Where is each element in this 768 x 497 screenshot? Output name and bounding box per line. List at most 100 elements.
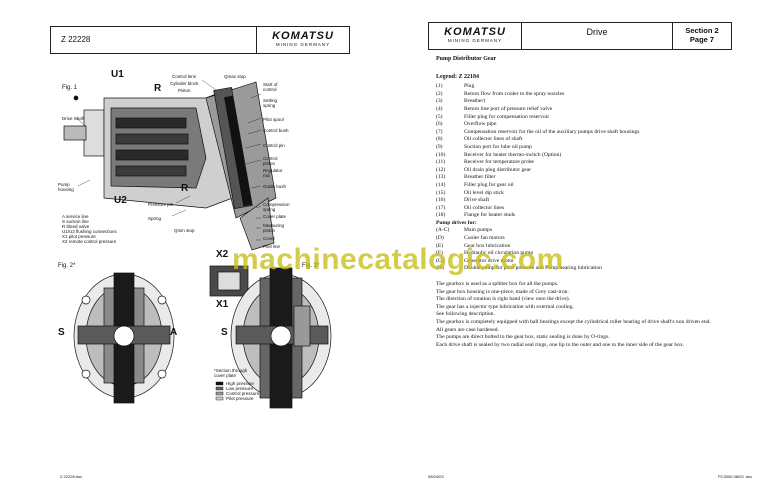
legend-item-text: Overflow pipe (464, 121, 497, 128)
legend-item-number: (15) (436, 189, 446, 196)
legend-item: (16) Drive shaft (436, 197, 736, 205)
legend-item-text: Flange for heater studs (464, 212, 516, 219)
pump-drive-item-number: (F) (436, 250, 443, 257)
description-paragraph: The gear box housing is one-piece, made … (436, 288, 569, 295)
fig2-section (73, 272, 175, 404)
description-paragraph: Each drive shaft is sealed by two radial… (436, 341, 685, 348)
logo-wordmark: KOMATSU (444, 26, 506, 38)
pump-drive-item: (F) Hydraulic oil circulation pump (436, 250, 736, 258)
legend-item-text: Return line port of pressure relief valv… (464, 105, 553, 112)
regulator-rod-label: Regulator rod (263, 168, 283, 178)
section-note: *Section through cover plate (214, 368, 248, 378)
legend-item-text: Oil collector lines (464, 204, 505, 211)
legend-item-number: (9) (436, 143, 443, 150)
key-a: A service line (62, 214, 89, 219)
pilot-line-label: Pilot line (263, 244, 281, 249)
legend-item-text: Filler plug for gear oil (464, 181, 514, 188)
legend-item: (3)Breather) (436, 98, 736, 106)
watermark: machinecatalogic.com (232, 243, 564, 276)
chapter-title: Drive (522, 23, 673, 49)
legend-item: (5)Filler plug for compensation reservoi… (436, 114, 736, 122)
legend-item-number: (10) (436, 151, 446, 158)
drive-shaft-label: Drive Shaft (62, 116, 85, 121)
right-footer-file: PC3000 08/03 .doc (718, 474, 753, 479)
right-page: KOMATSU MINING GERMANY Drive Section 2 P… (384, 0, 768, 497)
setting-spring-label: Setting spring (263, 98, 278, 108)
pump-drive-item-text: Main pumps (464, 227, 493, 234)
legend-item: (6)Overflow pipe (436, 121, 736, 129)
key-x1: X1 pilot pressure (62, 234, 96, 239)
key-u: U1/U2 flushing connections (62, 229, 117, 234)
legend-item-number: (2) (436, 90, 443, 97)
a-label: A (170, 327, 178, 338)
s-right-label: S (221, 327, 228, 338)
pump-housing-label: Pump housing (58, 182, 74, 192)
cover-plate-label: Cover plate (263, 214, 287, 219)
document-code: Z 22228 (51, 27, 257, 53)
legend-item-text: Suction port for lube oil pump (464, 143, 532, 150)
legend-item: (10)Receiver for heater thermo-switch (O… (436, 152, 736, 160)
leader-lines (75, 79, 262, 241)
pump-drive-item-number: (G) (436, 257, 444, 264)
x1-label: X1 (216, 299, 229, 310)
key-s: S suction line (62, 219, 89, 224)
legend-item: (11)Receiver for temperature probe (436, 159, 736, 167)
r-top-label: R (154, 83, 162, 94)
legend-item-number: (4) (436, 105, 443, 112)
control-piston-label: Control piston (263, 156, 278, 166)
page-heading: Pump Distributor Gear (436, 56, 497, 62)
legend-high-pressure: High pressure (226, 381, 255, 386)
key-r: R bleed valve (62, 224, 90, 229)
control-lens-label: Control lens (172, 74, 197, 79)
legend-item-number: (16) (436, 197, 446, 204)
u1-label: U1 (111, 69, 124, 80)
legend-item-number: (1) (436, 83, 443, 90)
description-paragraph: The direction of rotation is right hand … (436, 296, 571, 303)
pump-drive-item: (H)Double pump for pilot pressure and Pu… (436, 265, 736, 273)
x2-block (209, 265, 249, 297)
pump-drive-item-text: Hydraulic oil circulation pump (464, 250, 534, 257)
right-header-box: KOMATSU MINING GERMANY Drive Section 2 P… (428, 22, 732, 50)
legend-item-number: (13) (436, 174, 446, 181)
legend-item: (18)Flange for heater studs (436, 212, 736, 220)
pump-drive-item-number: (D) (436, 235, 444, 242)
left-page: Z 22228 KOMATSU MINING GERMANY (50, 26, 350, 479)
measuring-piston-label: Measuring piston (263, 223, 285, 233)
legend-item-text: Return flow from cooler to the spray noz… (464, 90, 565, 97)
legend-item-text: Oil drain plug distributor gear (464, 166, 532, 173)
pump-drive-item-text: Cooler fan motors (464, 235, 505, 242)
right-footer-date: 05/04/03 (428, 474, 444, 479)
control-bush-label: Control bush (263, 128, 289, 133)
legend-item-number: (17) (436, 204, 446, 211)
legend-item-number: (5) (436, 113, 443, 120)
compression-spring-label: Compression spring (263, 202, 290, 212)
legend-item: (9) Suction port for lube oil pump (436, 144, 736, 152)
legend-item: (17) Oil collector lines (436, 205, 736, 213)
r-bottom-label: R (181, 183, 189, 194)
description-paragraph: The gearbox is used as a splitter box fo… (436, 281, 559, 288)
piston-label: Piston (178, 88, 191, 93)
legend-item-text: Compensation reservoir for the oil of th… (464, 128, 640, 135)
legend-item: (12) Oil drain plug distributor gear (436, 167, 736, 175)
pressure-pin-label: Pressure pin (148, 202, 174, 207)
s-left-label: S (58, 327, 65, 338)
legend-item-text: Oil collector lines of shaft (464, 136, 523, 143)
legend-item: (14)Filler plug for gear oil (436, 182, 736, 190)
description-paragraph: All gears are case hardened. (436, 326, 499, 333)
legend-low-pressure: Low pressure (226, 386, 254, 391)
spring-label: Spring (148, 216, 162, 221)
pump-drive-item-text: Generator drive motor (464, 257, 515, 264)
legend-item-text: Drive shaft (464, 197, 490, 204)
fig3-label: Fig. 3* (302, 263, 320, 269)
legend-item-number: (7) (436, 128, 443, 135)
description-paragraph: The pumps are direct bolted to the gear … (436, 334, 610, 341)
legend-item: (8)Oil collector lines of shaft (436, 136, 736, 144)
fig3-section (230, 267, 332, 409)
legend-item-number: (12) (436, 166, 446, 173)
pump-diagram: U1 R R U2 Fig. 1 Fig. 2* Fig. 3* Control… (56, 68, 346, 463)
legend-item-text: Breather filter (464, 174, 496, 181)
pump-drives-list: (A-C)Main pumps(D)Cooler fan motors(E)Ge… (436, 227, 736, 273)
legend-title: Legend: Z 22184 (436, 73, 480, 80)
komatsu-logo: KOMATSU MINING GERMANY (257, 27, 349, 53)
qmin-stop-label: Qmin stop (174, 228, 195, 233)
